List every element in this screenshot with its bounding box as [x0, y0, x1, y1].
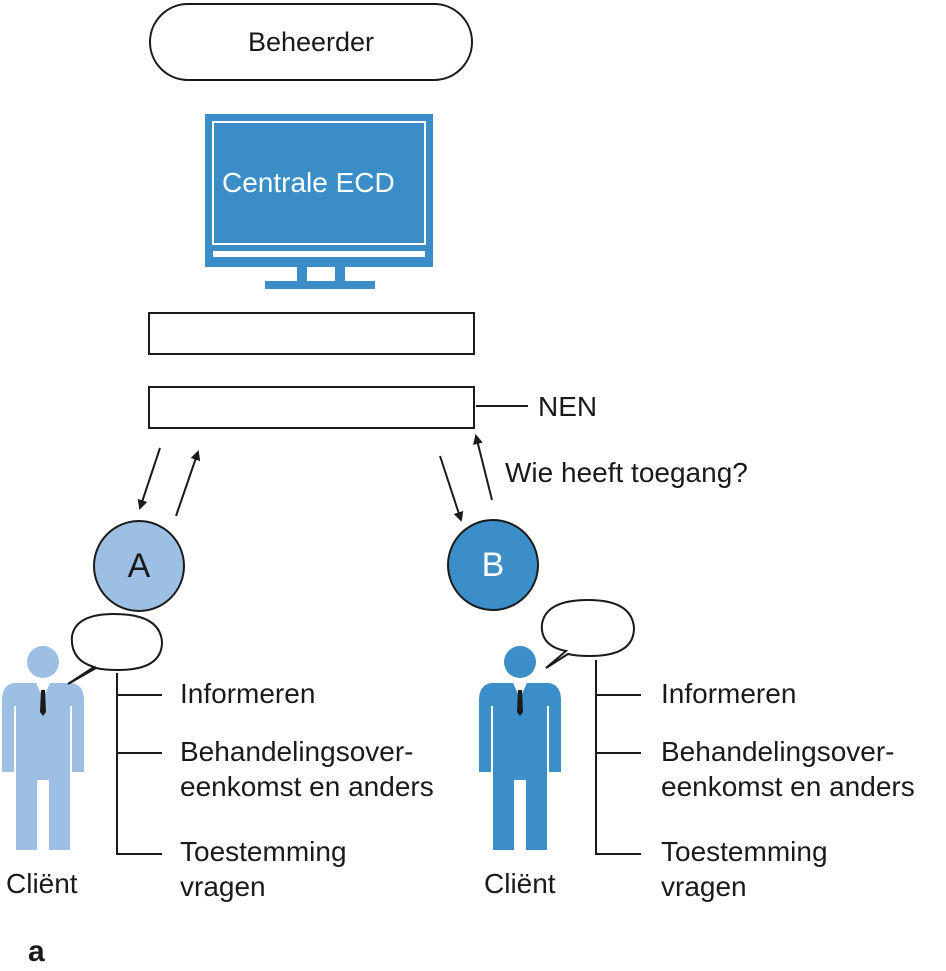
arrow-up-a: [175, 450, 201, 517]
beheerder-node: Beheerder: [149, 3, 473, 81]
node-b: B: [447, 519, 539, 611]
a-behandeling-1: Behandelingsover-: [180, 736, 414, 767]
b-toestemming-1: Toestemming: [661, 836, 828, 867]
a-toestemming-2: vragen: [180, 871, 266, 902]
speech-bubble-a: [67, 612, 164, 685]
bracket-a-tick-1: [116, 694, 162, 696]
a-behandeling-2: eenkomst en anders: [180, 771, 434, 802]
bracket-b-tick-3: [595, 853, 641, 855]
a-toestemming-1: Toestemming: [180, 836, 347, 867]
beheerder-label: Beheerder: [247, 26, 375, 57]
node-b-label: B: [481, 545, 505, 584]
client-b-icon: [479, 646, 561, 850]
panel-label: a: [28, 935, 45, 968]
b-toestemming-2: vragen: [661, 871, 747, 902]
bracket-a-tick-3: [116, 853, 162, 855]
monitor-icon: [205, 114, 433, 289]
bracket-a-tick-2: [116, 752, 162, 754]
node-a: A: [93, 520, 185, 612]
arrow-up-b: [473, 434, 493, 501]
bracket-b-line: [595, 660, 597, 854]
bracket-b-tick-2: [595, 752, 641, 754]
b-informeren: Informeren: [661, 678, 797, 709]
client-a-icon: [2, 646, 84, 850]
speech-bubble-b: [540, 598, 636, 669]
layer-box-1: [148, 312, 475, 355]
node-a-label: A: [127, 546, 151, 585]
a-informeren: Informeren: [180, 678, 316, 709]
b-behandeling-2: eenkomst en anders: [661, 771, 915, 802]
b-behandeling-1: Behandelingsover-: [661, 736, 895, 767]
arrow-down-a: [137, 447, 161, 510]
client-a-label: Cliënt: [6, 868, 78, 899]
bracket-b-tick-1: [595, 694, 641, 696]
nen-label: NEN: [538, 391, 598, 422]
layer-box-nen: [148, 386, 475, 429]
monitor-label: Centrale ECD: [222, 167, 395, 198]
client-b-label: Cliënt: [484, 868, 556, 899]
arrow-down-b: [439, 455, 464, 522]
access-question-label: Wie heeft toegang?: [505, 457, 748, 488]
bracket-a-line: [116, 673, 118, 854]
